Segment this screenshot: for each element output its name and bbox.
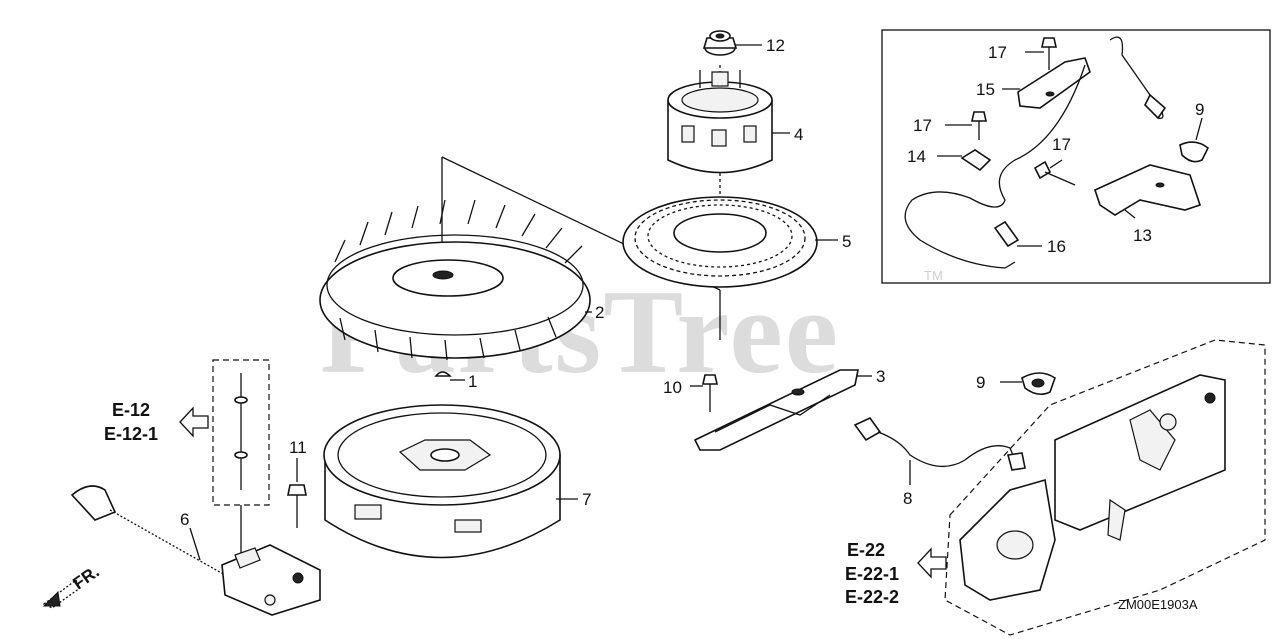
bolt-10-part[interactable] xyxy=(702,374,718,412)
control-base-part xyxy=(944,339,1266,636)
callout-6[interactable]: 6 xyxy=(180,510,189,529)
ref-e22-2[interactable]: E-22-2 xyxy=(845,587,899,607)
callout-2[interactable]: 2 xyxy=(595,303,604,322)
ref-arrow-left xyxy=(179,406,209,438)
callout-4[interactable]: 4 xyxy=(794,125,803,144)
cooling-screen-part[interactable] xyxy=(622,196,818,288)
callout-9-lower[interactable]: 9 xyxy=(976,373,985,392)
inset-bolt-top-part[interactable] xyxy=(1041,37,1057,70)
starter-pulley-part[interactable] xyxy=(667,70,773,174)
callout-8[interactable]: 8 xyxy=(903,489,912,508)
inset-bolt-right-part[interactable] xyxy=(1033,160,1076,186)
wire-guide-part[interactable] xyxy=(960,149,992,172)
wire-clip-lower-part[interactable] xyxy=(1021,372,1056,396)
stud-part xyxy=(234,373,248,490)
diagram-code: ZM00E1903A xyxy=(1118,597,1198,612)
trademark-text: TM xyxy=(924,268,943,283)
callout-12[interactable]: 12 xyxy=(766,36,785,55)
front-direction-arrow: FR. xyxy=(42,562,103,609)
callout-17-top[interactable]: 17 xyxy=(988,43,1007,62)
callout-14[interactable]: 14 xyxy=(907,147,926,166)
callout-5[interactable]: 5 xyxy=(842,232,851,251)
callout-7[interactable]: 7 xyxy=(582,490,591,509)
callout-15[interactable]: 15 xyxy=(976,80,995,99)
callout-9-upper[interactable]: 9 xyxy=(1195,100,1204,119)
ref-e12[interactable]: E-12 xyxy=(112,400,150,420)
wire-clip-upper-part[interactable] xyxy=(1179,141,1210,163)
callout-10[interactable]: 10 xyxy=(663,378,682,397)
ref-e22[interactable]: E-22 xyxy=(847,540,885,560)
flange-nut-part[interactable] xyxy=(702,30,738,56)
callout-3[interactable]: 3 xyxy=(876,367,885,386)
ref-arrow-right xyxy=(917,547,947,579)
flywheel-part[interactable] xyxy=(323,404,561,559)
inset-frame xyxy=(881,29,1271,284)
ref-e22-1[interactable]: E-22-1 xyxy=(845,564,899,584)
callout-17-mid[interactable]: 17 xyxy=(913,116,932,135)
callout-1[interactable]: 1 xyxy=(468,372,477,391)
callout-leaders xyxy=(189,44,1203,561)
cooling-fan-part[interactable] xyxy=(319,199,591,361)
stop-wire-part[interactable] xyxy=(904,36,1167,269)
callout-17-right[interactable]: 17 xyxy=(1052,135,1071,154)
callout-11[interactable]: 11 xyxy=(289,438,307,457)
ignition-coil-part[interactable] xyxy=(70,485,321,616)
front-marker-text: FR. xyxy=(69,562,102,593)
ref-e12-1[interactable]: E-12-1 xyxy=(104,424,158,444)
stop-switch-plate-part[interactable] xyxy=(1017,57,1091,109)
callout-13[interactable]: 13 xyxy=(1133,226,1152,245)
flange-bolt-part[interactable] xyxy=(287,484,307,528)
inset-bolt-mid-part[interactable] xyxy=(971,111,987,140)
callout-16[interactable]: 16 xyxy=(1047,237,1066,256)
woodruff-key-part[interactable] xyxy=(434,371,452,377)
wire-harness-part[interactable] xyxy=(853,416,1026,471)
bracket-13-part[interactable] xyxy=(1094,164,1202,216)
guide-plate-part[interactable] xyxy=(693,369,859,451)
